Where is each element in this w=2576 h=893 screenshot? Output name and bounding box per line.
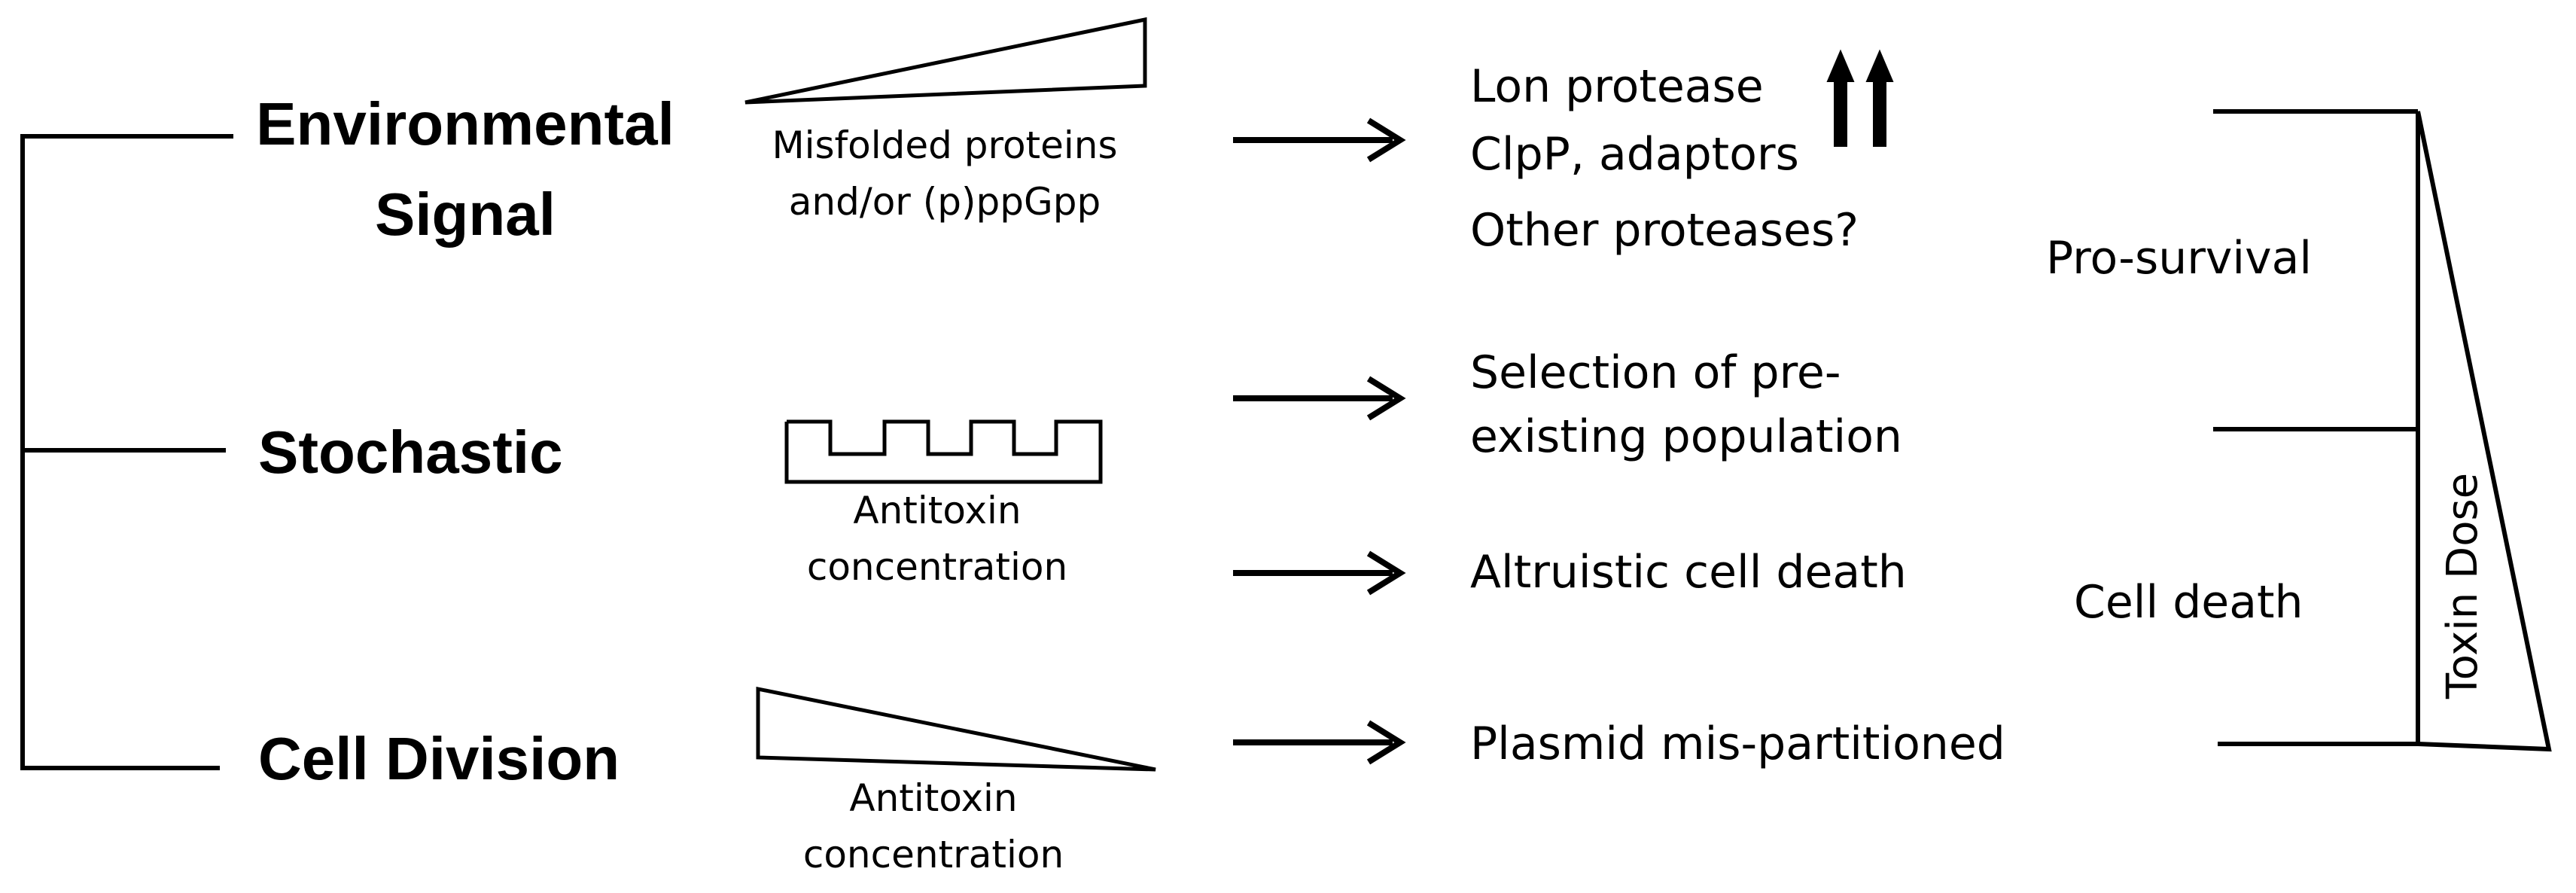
antitoxin-stochastic-label-line1: Antitoxin [853, 489, 1021, 532]
antitoxin-stochastic-label-line2: concentration [807, 545, 1067, 589]
antitoxin-division-label-line1: Antitoxin [849, 776, 1017, 820]
toxin-dose-wedge-icon [2416, 111, 2552, 752]
environmental-signal-label-line2: Signal [375, 181, 556, 248]
toxin-dose-label: Toxin Dose [2438, 473, 2487, 699]
arrow-selection-head [1366, 376, 1406, 421]
pro-survival-label: Pro-survival [2046, 232, 2312, 285]
clpp-adaptors-label: ClpP, adaptors [1470, 128, 1799, 181]
misfolded-proteins-label-line2: and/or (p)ppGpp [789, 180, 1101, 224]
double-up-arrow-icon [1826, 49, 1894, 147]
arrow-environmental-head [1366, 117, 1406, 163]
selection-label-line1: Selection of pre- [1470, 346, 1841, 399]
trigger-bracket [20, 134, 233, 770]
arrows [1233, 117, 1406, 765]
antitoxin-division-label-line2: concentration [803, 833, 1064, 876]
cell-division-label: Cell Division [258, 725, 620, 792]
toxin-dose-bracket [2213, 109, 2418, 746]
decreasing-wedge-icon [756, 686, 1156, 772]
arrow-altruistic-head [1366, 550, 1406, 596]
other-proteases-label: Other proteases? [1470, 204, 1859, 257]
plasmid-mis-partitioned-label: Plasmid mis-partitioned [1470, 718, 2005, 770]
stochastic-label: Stochastic [258, 419, 563, 486]
environmental-signal-label-line1: Environmental [256, 90, 674, 157]
cell-death-label: Cell death [2074, 576, 2303, 629]
lon-protease-label: Lon protease [1470, 60, 1764, 113]
square-wave-icon [784, 419, 1103, 484]
misfolded-proteins-label-line1: Misfolded proteins [772, 123, 1117, 167]
selection-label-line2: existing population [1470, 410, 1902, 463]
altruistic-cell-death-label: Altruistic cell death [1470, 546, 1907, 599]
increasing-wedge-icon [744, 17, 1147, 105]
arrow-plasmid-head [1366, 720, 1406, 765]
